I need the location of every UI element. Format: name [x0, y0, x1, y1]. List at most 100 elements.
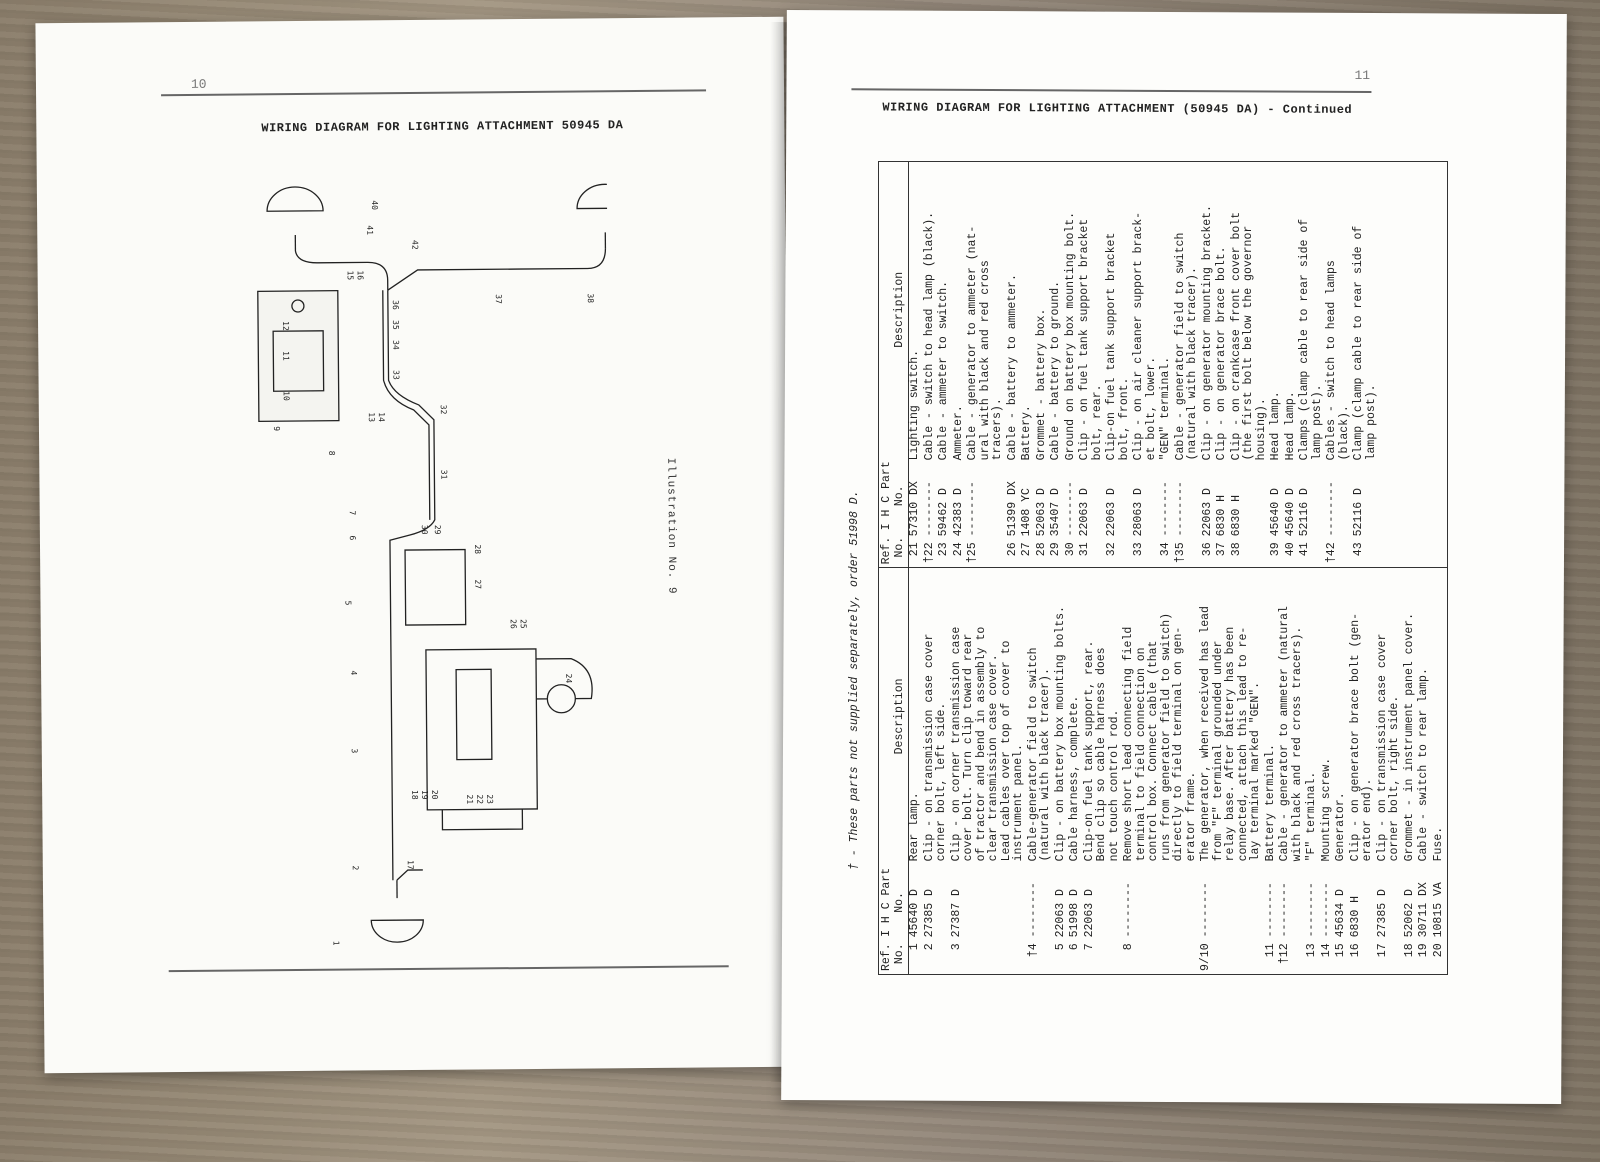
desc-cell: Bend clip so cable harness does — [1095, 647, 1108, 862]
svg-text:4: 4 — [349, 670, 358, 675]
part-cell: 27385 D — [922, 889, 936, 938]
svg-text:10: 10 — [282, 391, 291, 401]
svg-text:3: 3 — [350, 748, 359, 753]
desc-cell: Clip - on generator mounting bracket. — [1200, 205, 1214, 461]
ref-cell: 33 — [1132, 542, 1145, 557]
part-cell: 45640 D — [1269, 488, 1282, 537]
footnote: † - These parts not supplied separately,… — [848, 490, 861, 870]
part-cell — [1238, 864, 1251, 940]
ref-cell: 36 — [1200, 542, 1214, 557]
svg-text:28: 28 — [473, 544, 482, 554]
ref-cell — [1243, 539, 1256, 567]
svg-text:30: 30 — [420, 525, 429, 535]
desc-cell: "F" terminal. — [1305, 771, 1318, 862]
table-row: bolt, front. — [1118, 167, 1132, 567]
ref-cell: 2 — [922, 943, 936, 951]
ref-cell — [963, 940, 976, 974]
part-cell — [1148, 864, 1161, 940]
part-cell — [1092, 463, 1105, 539]
desc-cell: instrument panel. — [1012, 744, 1025, 862]
diagram-title: WIRING DIAGRAM FOR LIGHTING ATTACHMENT 5… — [261, 118, 624, 136]
part-cell: 6830 H — [1348, 895, 1362, 938]
part-cell: 51399 DX — [1005, 481, 1019, 537]
desc-cell: et bolt, lower. — [1144, 356, 1158, 461]
desc-cell: (black). — [1337, 405, 1351, 461]
svg-text:27: 27 — [473, 579, 482, 589]
part-cell — [1096, 864, 1109, 940]
part-cell — [936, 864, 949, 940]
table-row: 8--------Remove short lead connecting fi… — [1122, 568, 1136, 974]
part-cell: 45640 D — [1283, 488, 1297, 537]
table-row: lay terminal marked "GEN". — [1249, 568, 1263, 974]
part-cell — [1146, 463, 1159, 539]
desc-cell: (the first bolt below the governor — [1242, 225, 1255, 461]
ref-cell: 13 — [1305, 943, 1318, 958]
part-cell: 30711 DX — [1417, 882, 1430, 938]
part-cell: -------- — [1173, 481, 1187, 537]
table-row: instrument panel. — [1012, 568, 1026, 974]
part-cell: 22063 D — [1105, 488, 1118, 537]
head-lamp-left-shape — [266, 186, 324, 212]
svg-text:15: 15 — [346, 271, 355, 281]
part-cell — [1250, 864, 1263, 940]
svg-text:6: 6 — [348, 535, 357, 540]
table-row: housing). — [1255, 167, 1269, 567]
part-cell — [963, 864, 976, 940]
ref-cell — [1148, 940, 1161, 974]
desc-cell: Cable - battery to ammeter. — [1005, 274, 1019, 461]
table-row: 9/10--------The generator, when received… — [1199, 568, 1213, 974]
ref-cell: †12 — [1278, 943, 1291, 965]
ref-cell: 8 — [1122, 943, 1135, 951]
svg-text:7: 7 — [348, 510, 357, 515]
page-number-right: 11 — [1354, 67, 1371, 84]
svg-text:11: 11 — [281, 351, 290, 361]
part-cell — [1213, 864, 1226, 940]
left-page: 10 WIRING DIAGRAM FOR LIGHTING ATTACHMEN… — [35, 16, 793, 1074]
svg-text:23: 23 — [485, 794, 494, 804]
ref-cell — [1096, 940, 1109, 974]
part-cell: 52116 D — [1298, 488, 1311, 537]
desc-cell: corner bolt, left side. — [935, 702, 948, 862]
desc-cell: Clip - on battery box mounting bolts. — [1053, 606, 1067, 862]
desc-cell: Cables - switch to head lamps — [1325, 260, 1338, 461]
ref-cell: †4 — [1026, 943, 1040, 958]
desc-cell: Lighting switch. — [908, 349, 921, 461]
ref-cell: 30 — [1063, 542, 1077, 557]
ref-cell — [976, 940, 989, 974]
part-cell: 1408 YC — [1020, 488, 1033, 537]
ref-cell: 31 — [1078, 542, 1091, 557]
desc-cell: control box. Connect cable (that — [1147, 640, 1160, 862]
part-cell — [1186, 864, 1199, 940]
svg-text:35: 35 — [391, 320, 400, 330]
svg-text:8: 8 — [327, 451, 336, 456]
part-cell: -------- — [1026, 882, 1040, 938]
desc-cell: Generator. — [1334, 792, 1347, 862]
part-cell — [1173, 864, 1186, 940]
ref-cell — [1256, 539, 1269, 567]
table-row: 34--------"GEN" terminal. — [1159, 167, 1173, 567]
part-cell — [1312, 463, 1325, 539]
top-rule-right — [851, 88, 1372, 94]
desc-cell: corner bolt, right side. — [1388, 695, 1401, 862]
part-cell — [1187, 463, 1200, 539]
top-rule-left — [161, 89, 707, 97]
parts-table: Ref. No. I H C Part No. Description Ref.… — [878, 160, 1448, 975]
part-cell — [980, 463, 993, 539]
ref-cell — [1250, 940, 1263, 974]
desc-cell: Cable - switch to head lamp (black). — [922, 211, 936, 461]
desc-cell: (natural with black tracer). — [1186, 267, 1199, 461]
table-row: corner bolt, right side. — [1388, 568, 1402, 974]
ref-cell: 24 — [951, 542, 965, 557]
part-cell: 22063 D — [1200, 488, 1214, 537]
part-cell: 6830 H — [1215, 494, 1228, 537]
ref-cell: †22 — [922, 542, 936, 564]
ref-cell: 20 — [1431, 943, 1445, 958]
